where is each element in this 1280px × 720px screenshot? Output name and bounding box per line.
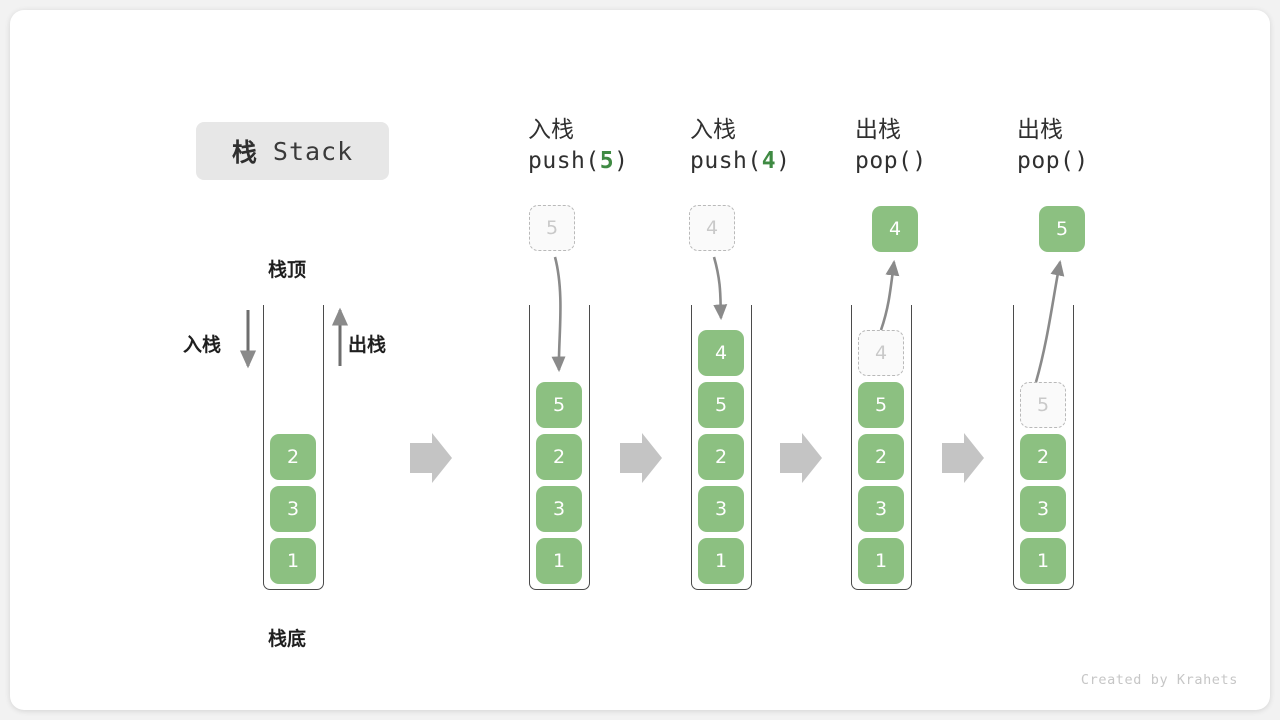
stack-cell: 2 <box>270 434 316 480</box>
credit-text: Created by Krahets <box>1080 672 1238 688</box>
stack-cell: 3 <box>698 486 744 532</box>
stack-cell: 3 <box>536 486 582 532</box>
caption-push-5: 入栈 push(5) <box>528 115 628 177</box>
caption-pop-5: 出栈 pop() <box>1017 115 1089 177</box>
caption-push-4-close: ) <box>776 148 791 174</box>
caption-push-4-code: push(4) <box>690 145 790 177</box>
stack-cell-ghost: 4 <box>858 330 904 376</box>
step-arrow-3 <box>780 433 822 483</box>
caption-pop-5-open: ( <box>1060 148 1075 174</box>
caption-pop-4: 出栈 pop() <box>855 115 927 177</box>
stack-cell: 1 <box>536 538 582 584</box>
caption-pop-4-code: pop() <box>855 145 927 177</box>
caption-push-4-arg: 4 <box>761 148 777 174</box>
stack-container-after-pop-4 <box>851 305 912 590</box>
caption-pop-4-open: ( <box>898 148 913 174</box>
stack-cell: 5 <box>536 382 582 428</box>
stack-cell: 1 <box>698 538 744 584</box>
stack-cell: 2 <box>536 434 582 480</box>
stack-cell: 3 <box>270 486 316 532</box>
caption-push-5-open: ( <box>585 148 600 174</box>
caption-push-4-open: ( <box>747 148 762 174</box>
stack-cell: 3 <box>858 486 904 532</box>
title-cjk: 栈 <box>231 138 257 167</box>
label-push-left: 入栈 <box>183 334 222 356</box>
title-latin: Stack <box>272 136 354 166</box>
label-pop-right: 出栈 <box>348 334 387 356</box>
stack-cell: 2 <box>1020 434 1066 480</box>
step-arrow-1 <box>410 433 452 483</box>
diagram-card: 栈 Stack 栈顶 栈底 入栈 出栈 入栈 push(5) 入栈 push(4… <box>10 10 1270 710</box>
floating-element-push-4: 4 <box>689 205 735 251</box>
caption-pop-5-op: pop <box>1017 148 1061 174</box>
caption-push-5-op: push <box>528 148 586 174</box>
floating-element-push-5: 5 <box>529 205 575 251</box>
caption-pop-4-op: pop <box>855 148 899 174</box>
arrows-overlay <box>239 256 1065 483</box>
caption-push-4-cjk: 入栈 <box>690 117 736 143</box>
diagram-title: 栈 Stack <box>196 122 389 180</box>
caption-push-5-code: push(5) <box>528 145 628 177</box>
caption-pop-5-code: pop() <box>1017 145 1089 177</box>
step-arrow-2 <box>620 433 662 483</box>
label-stack-bottom: 栈底 <box>268 628 307 650</box>
caption-push-5-arg: 5 <box>599 148 615 174</box>
caption-pop-4-cjk: 出栈 <box>855 117 901 143</box>
stack-cell: 2 <box>698 434 744 480</box>
stack-cell-ghost: 5 <box>1020 382 1066 428</box>
caption-push-5-close: ) <box>614 148 629 174</box>
popped-element-5: 5 <box>1039 206 1085 252</box>
stack-cell: 1 <box>270 538 316 584</box>
popped-element-4: 4 <box>872 206 918 252</box>
stack-cell: 5 <box>858 382 904 428</box>
stack-container-after-push-5 <box>529 305 590 590</box>
stack-cell: 5 <box>698 382 744 428</box>
caption-push-5-cjk: 入栈 <box>528 117 574 143</box>
caption-pop-5-cjk: 出栈 <box>1017 117 1063 143</box>
stack-cell: 1 <box>858 538 904 584</box>
stack-cell: 4 <box>698 330 744 376</box>
stack-cell: 3 <box>1020 486 1066 532</box>
caption-pop-4-close: ) <box>912 148 927 174</box>
stack-container-after-pop-5 <box>1013 305 1074 590</box>
caption-push-4-op: push <box>690 148 748 174</box>
caption-pop-5-close: ) <box>1074 148 1089 174</box>
stack-container-after-push-4 <box>691 305 752 590</box>
stack-cell: 1 <box>1020 538 1066 584</box>
step-arrow-4 <box>942 433 984 483</box>
label-stack-top: 栈顶 <box>268 259 307 281</box>
caption-push-4: 入栈 push(4) <box>690 115 790 177</box>
stack-cell: 2 <box>858 434 904 480</box>
stack-container-initial <box>263 305 324 590</box>
